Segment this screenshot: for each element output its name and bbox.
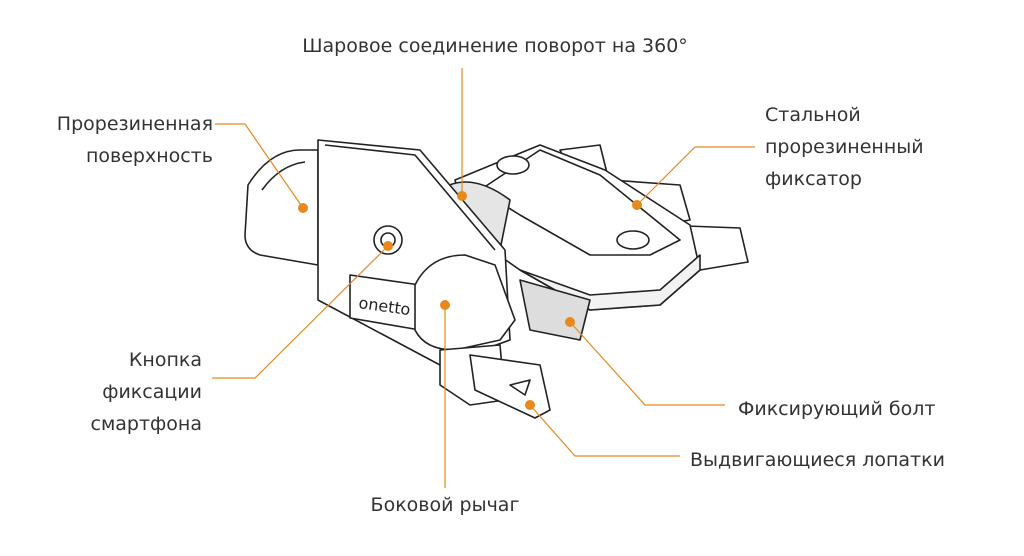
label-sliding-blades: Выдвигающиеся лопатки [690, 449, 945, 471]
label-ball-joint: Шаровое соединение поворот на 360° [302, 35, 688, 57]
label-line: прорезиненный [765, 136, 924, 158]
label-line: фиксации [102, 381, 202, 403]
label-fixing-bolt: Фиксирующий болт [738, 398, 936, 420]
label-line: Прорезиненная [56, 113, 213, 135]
label-line: фиксатор [765, 168, 862, 190]
label-lock-button: Кнопка фиксации смартфона [20, 344, 203, 440]
label-steel-clamp: Стальной прорезиненный фиксатор [765, 99, 924, 195]
label-side-lever: Боковой рычаг [370, 494, 520, 516]
leader-lines [212, 68, 755, 488]
label-line: Кнопка [128, 349, 202, 371]
callout-dots [298, 191, 642, 410]
car-mount-drawing: onetto [244, 139, 749, 419]
label-rubber-surface: Прорезиненная поверхность [20, 108, 213, 172]
label-line: поверхность [86, 145, 213, 167]
label-line: смартфона [90, 413, 203, 435]
label-line: Стальной [765, 104, 861, 126]
